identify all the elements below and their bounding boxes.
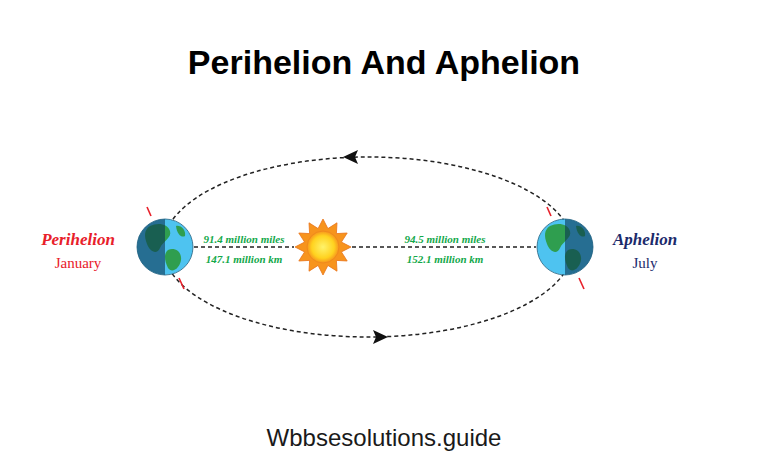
month-label: January: [55, 255, 102, 272]
orbit-arrow: [373, 330, 388, 344]
orbit-point-label: Aphelion: [613, 231, 677, 250]
earth-symbol: [137, 207, 193, 289]
distance-line: [352, 246, 536, 248]
distance-label: 152.1 million km: [407, 253, 484, 265]
diagram-caption: Wbbsesolutions.guide: [267, 425, 502, 451]
month-label: July: [632, 255, 657, 272]
sun-symbol: [295, 219, 351, 275]
diagram-title: Perihelion And Aphelion: [188, 44, 580, 81]
orbit-point-label: Perihelion: [41, 231, 115, 250]
distance-label: 147.1 million km: [206, 253, 283, 265]
orbit-path: [163, 157, 573, 337]
earth-symbol: [537, 207, 593, 289]
distance-label: 94.5 million miles: [405, 233, 486, 245]
orbit-arrow: [343, 150, 358, 164]
distance-line: [194, 246, 294, 248]
distance-label: 91.4 million miles: [204, 233, 285, 245]
